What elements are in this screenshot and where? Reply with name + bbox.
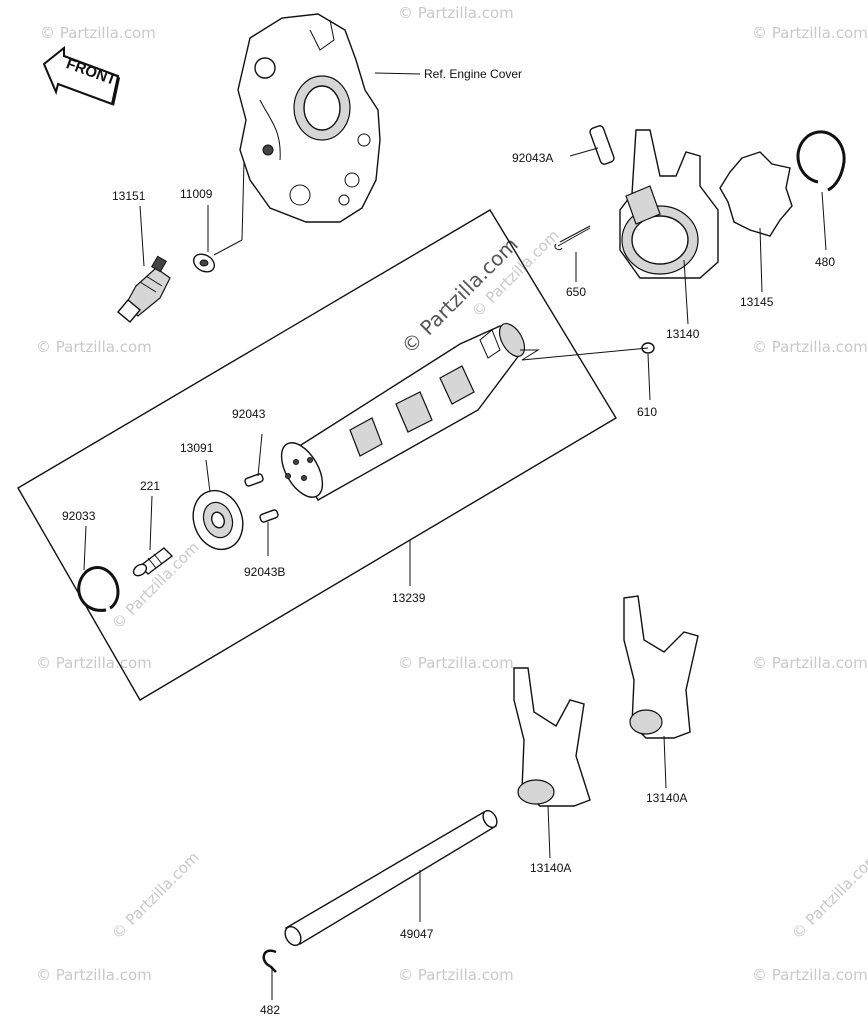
callout-ref-engine-cover: Ref. Engine Cover [424,67,522,81]
watermark-text: © Partzilla.com [398,4,514,22]
shift-fork-13140a-lower-part [513,667,591,807]
neutral-switch-part [117,255,171,323]
shift-fork-13140a-upper-part [623,595,699,739]
e-clip-part [262,949,277,973]
callout-13091: 13091 [180,441,214,455]
watermark-text: © Partzilla.com [752,966,868,984]
front-arrow-icon: FRONT [42,45,120,106]
callout-11009: 11009 [180,187,213,201]
engine-cover-part [237,13,381,223]
callout-650: 650 [566,285,586,299]
cam-plate-part [719,151,793,237]
callout-13140a-upper: 13140A [646,791,687,805]
watermark-text: © Partzilla.com [398,966,514,984]
watermark-text: © Partzilla.com [788,848,868,943]
callout-221: 221 [140,479,160,493]
callout-13140: 13140 [666,327,700,341]
assembly-outline [17,209,617,701]
callout-13151: 13151 [112,189,146,203]
callout-92043a: 92043A [512,151,553,165]
shift-rod-part [284,809,498,947]
callout-92033: 92033 [62,509,96,523]
watermark-text: © Partzilla.com [108,538,203,633]
callout-92043: 92043 [232,407,266,421]
watermark-text: © Partzilla.com [40,24,156,42]
shift-drum-part [280,323,526,501]
callout-13239: 13239 [392,591,426,605]
circlip-480-part [796,130,846,192]
callout-13140a-lower: 13140A [530,861,571,875]
shift-fork-13140-part [619,129,719,279]
pin-92043a-part [589,125,615,165]
callout-482: 482 [260,1003,280,1017]
callout-480: 480 [815,255,835,269]
watermark-text: © Partzilla.com [752,24,868,42]
leader-lines [83,72,827,1000]
callout-92043b: 92043B [244,565,285,579]
watermark-text: © Partzilla.com [398,654,514,672]
watermark-text: © Partzilla.com [108,848,203,943]
circlip-92033-part [77,566,120,612]
watermark-text: © Partzilla.com [36,966,152,984]
watermark-text: © Partzilla.com [752,654,868,672]
callout-labels: Ref. Engine Cover 92043A 11009 13151 650… [62,67,835,1017]
bolt-part [132,547,174,577]
cotter-pin-part [554,225,591,251]
watermark-text: © Partzilla.com [36,338,152,356]
holder-plate-part [192,489,244,551]
watermark-text: © Partzilla.com [36,654,152,672]
callout-13145: 13145 [740,295,774,309]
callout-610: 610 [637,405,657,419]
pin-92043b-part [259,509,279,523]
callout-49047: 49047 [400,927,434,941]
pin-92043-part [244,473,264,487]
watermark-text: © Partzilla.com [752,338,868,356]
